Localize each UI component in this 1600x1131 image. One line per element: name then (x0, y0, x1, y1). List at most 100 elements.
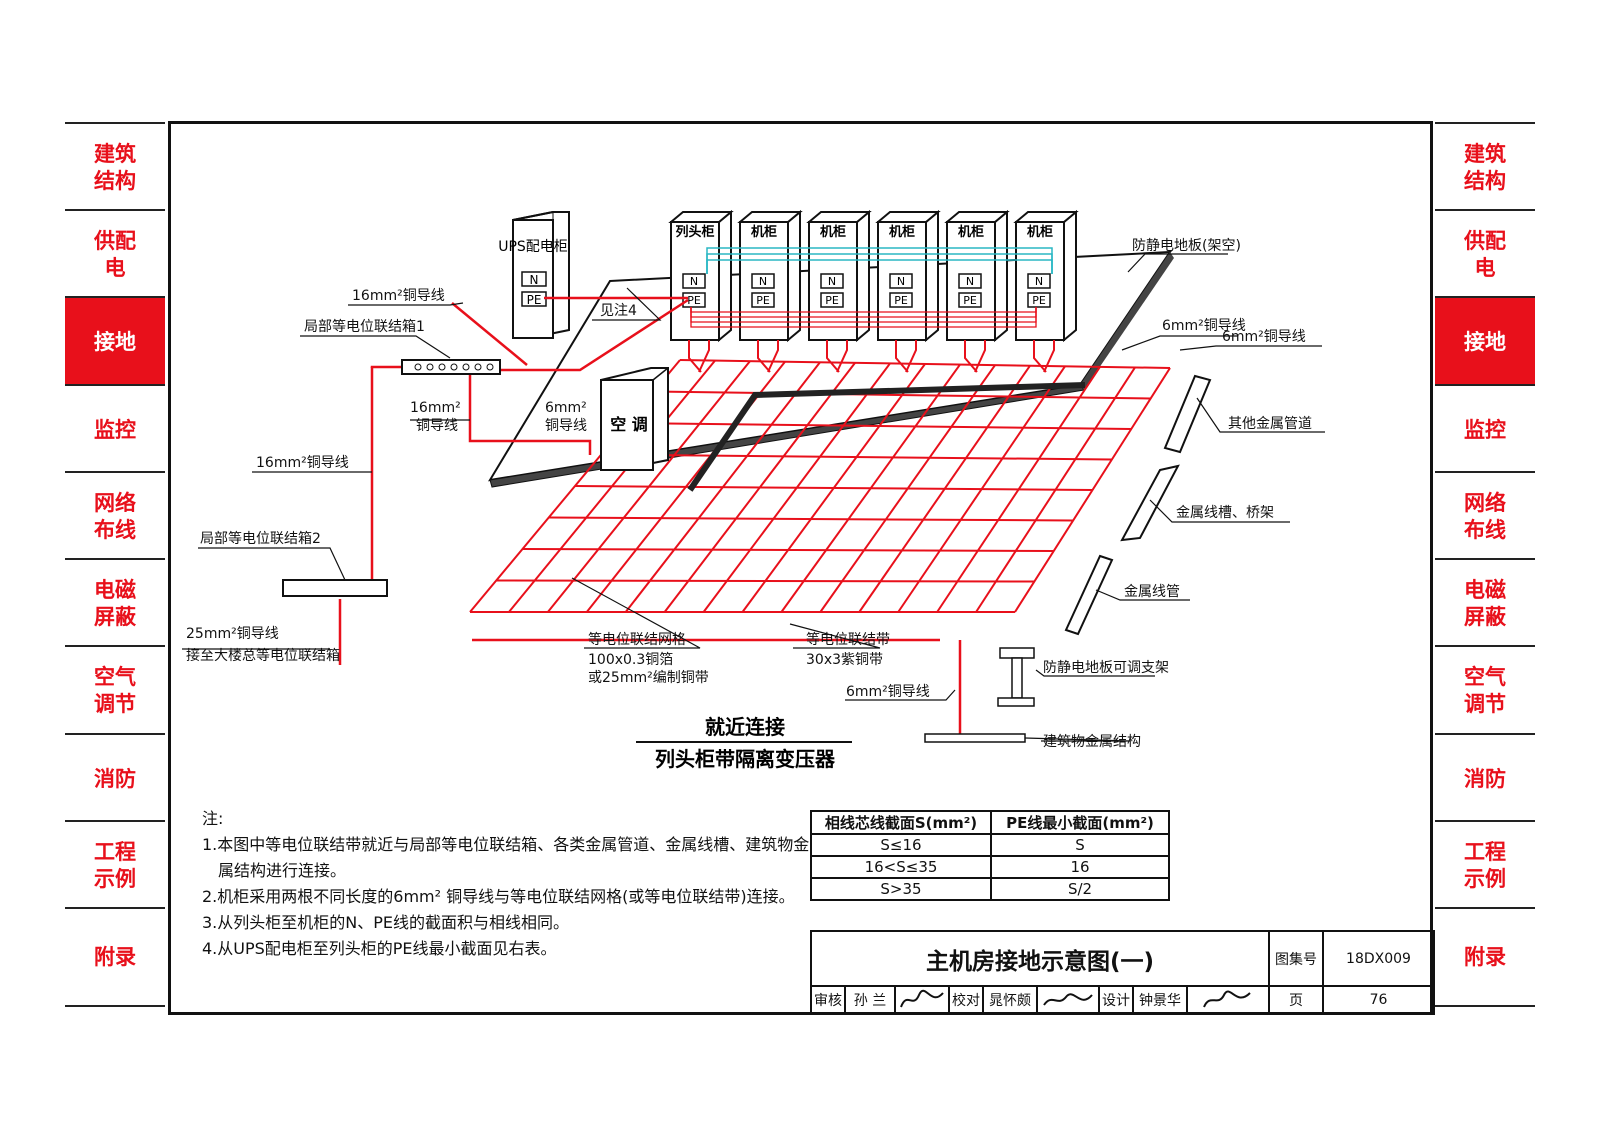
label-local-box-2: 局部等电位联结箱2 (200, 530, 321, 547)
drawing-title: 主机房接地示意图(一) (810, 930, 1270, 987)
cabinet-label: 机柜 (958, 224, 984, 240)
table-cell: S (990, 833, 1170, 857)
sidebar-item-fire[interactable]: 消防 (65, 733, 165, 823)
mesh-line (574, 485, 1093, 491)
server-cabinet[interactable] (737, 209, 803, 343)
pe-terminal-label: PE (687, 294, 701, 307)
label-local-box-1: 局部等电位联结箱1 (304, 318, 425, 335)
n-terminal-label: N (828, 275, 836, 288)
cabinet-ground-wire (895, 340, 909, 373)
sidebar-item-monitoring[interactable]: 监控 (1435, 384, 1535, 474)
signature-icon (1043, 993, 1093, 1006)
sidebar-item-cabling[interactable]: 网络布线 (65, 471, 165, 561)
table-row: 16<S≤35 16 (810, 855, 1170, 879)
mesh-line (522, 548, 1054, 552)
n-terminal-label: N (1035, 275, 1043, 288)
note-line: 属结构进行连接。 (218, 861, 347, 880)
cabinet-label: 列头柜 (675, 224, 714, 240)
label-metal-conduit: 金属线管 (1124, 584, 1180, 600)
sidebar-item-shielding[interactable]: 电磁屏蔽 (1435, 558, 1535, 648)
table-cell: S/2 (990, 877, 1170, 901)
ups-pe-label: PE (527, 293, 542, 307)
caption-nearby-connection: 就近连接 (705, 715, 785, 739)
sidebar-item-appendix[interactable]: 附录 (1435, 907, 1535, 1007)
sidebar-item-hvac[interactable]: 空气调节 (65, 645, 165, 735)
reviewer-signature (894, 985, 950, 1015)
label-building-metal: 建筑物金属结构 (1043, 734, 1141, 750)
server-cabinet[interactable] (875, 209, 941, 343)
cabinet-ground-wire (836, 340, 848, 373)
server-cabinet[interactable] (806, 209, 872, 343)
sidebar-item-building[interactable]: 建筑结构 (1435, 122, 1535, 212)
cabinet-ground-wire (757, 340, 771, 373)
label-see-note-4: 见注4 (600, 303, 637, 319)
sidebar-item-building[interactable]: 建筑结构 (65, 122, 165, 212)
cabinet-ground-wire (974, 340, 986, 373)
cabinet-ground-wire (1043, 340, 1055, 373)
label-wire-6-a: 6mm²铜导线 (1162, 318, 1246, 334)
mesh-line (601, 453, 1112, 461)
terminal-dot (486, 363, 494, 371)
terminal-dot (438, 363, 446, 371)
terminal-dot (426, 363, 434, 371)
leader-lines (182, 253, 1325, 742)
signature-icon (900, 989, 944, 1008)
n-terminal-label: N (690, 275, 698, 288)
pe-terminal-label: PE (756, 294, 770, 307)
label-floor-support: 防静电地板可调支架 (1043, 660, 1169, 676)
sidebar-item-shielding[interactable]: 电磁屏蔽 (65, 558, 165, 648)
label-wire-25: 25mm²铜导线 (186, 626, 279, 642)
sidebar-item-power[interactable]: 供配电 (1435, 209, 1535, 299)
notes: 注: 1.本图中等电位联结带就近与局部等电位联结箱、各类金属管道、金属线槽、建筑… (202, 806, 809, 962)
label-wire-16-top: 16mm²铜导线 (352, 288, 445, 304)
mesh-line (653, 390, 1151, 400)
diagram-labels: 16mm²铜导线 局部等电位联结箱1 16mm² 铜导线 6mm² 铜导线 见注… (186, 238, 1312, 750)
ups-cabinet[interactable] (512, 211, 570, 339)
reviewer-name: 孙 兰 (844, 985, 896, 1015)
cabinet-ground-wire (767, 340, 779, 373)
floor-opening (687, 382, 1086, 492)
ground-wires (338, 296, 962, 735)
cabinet-label: 机柜 (889, 224, 915, 240)
metal-tray[interactable] (1120, 464, 1180, 542)
title-block: 主机房接地示意图(一) 图集号 18DX009 审核 孙 兰 校对 晁怀颇 设计… (810, 930, 1435, 1015)
label-wire-6-ac: 6mm² (545, 400, 587, 416)
mesh-line (496, 579, 1035, 583)
head-cabinet[interactable] (668, 209, 734, 343)
table-row: S>35 S/2 (810, 877, 1170, 901)
other-metal-pipe[interactable] (1163, 374, 1212, 454)
pe-terminal-label: PE (1032, 294, 1046, 307)
building-metal-structure (924, 733, 1026, 743)
local-equipotential-box-2[interactable] (282, 579, 388, 597)
sidebar-item-hvac[interactable]: 空气调节 (1435, 645, 1535, 735)
sidebar-item-grounding[interactable]: 接地 (1435, 296, 1535, 386)
label-mesh-1: 等电位联结网格 (588, 631, 686, 648)
floor-support[interactable] (997, 647, 1035, 707)
note-line: 3.从列头柜至机柜的N、PE线的截面积与相线相同。 (202, 913, 569, 932)
sidebar-item-cabling[interactable]: 网络布线 (1435, 471, 1535, 561)
sidebar-item-examples[interactable]: 工程示例 (1435, 820, 1535, 910)
checker-name: 晁怀颇 (982, 985, 1038, 1015)
table-row: S≤16 S (810, 833, 1170, 857)
metal-conduit[interactable] (1064, 554, 1114, 636)
air-conditioner[interactable] (600, 367, 669, 471)
sidebar-item-examples[interactable]: 工程示例 (65, 820, 165, 910)
sidebar-item-power[interactable]: 供配电 (65, 209, 165, 299)
sidebar-item-monitoring[interactable]: 监控 (65, 384, 165, 474)
sidebar-item-appendix[interactable]: 附录 (65, 907, 165, 1007)
review-label: 审核 (810, 985, 846, 1015)
label-wire-6-b: 6mm²铜导线 (1222, 329, 1306, 345)
table-header: PE线最小截面(mm²) (990, 810, 1170, 835)
server-cabinet[interactable] (1013, 209, 1079, 343)
note-line: 1.本图中等电位联结带就近与局部等电位联结箱、各类金属管道、金属线槽、建筑物金 (202, 835, 810, 854)
designer-name: 钟景华 (1132, 985, 1188, 1015)
server-cabinet[interactable] (944, 209, 1010, 343)
ups-label: UPS配电柜 (498, 239, 568, 255)
terminal-dot (414, 363, 422, 371)
label-metal-trays: 金属线槽、桥架 (1176, 505, 1274, 521)
atlas-number: 18DX009 (1322, 930, 1435, 987)
sidebar-item-grounding[interactable]: 接地 (65, 296, 165, 386)
sidebar-item-fire[interactable]: 消防 (1435, 733, 1535, 823)
n-terminal-label: N (759, 275, 767, 288)
